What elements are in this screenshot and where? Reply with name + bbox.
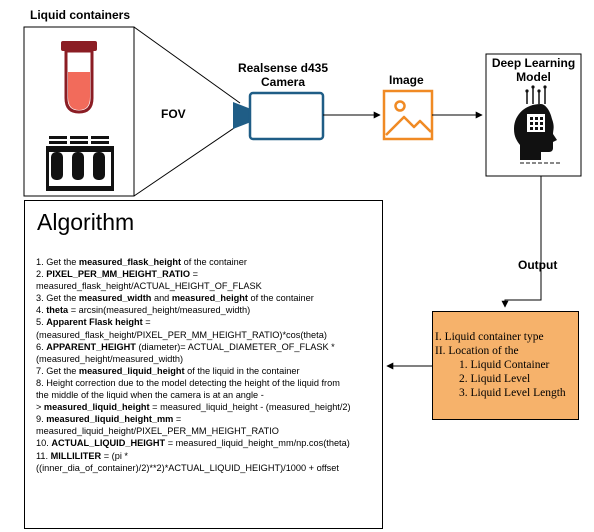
arrow-model-to-output <box>501 176 542 308</box>
model-label: Deep Learning Model <box>486 56 581 84</box>
fov-line-bottom <box>133 123 241 197</box>
algorithm-text: measured_height <box>171 293 248 304</box>
algorithm-text: measured_flask_height/ACTUAL_HEIGHT_OF_F… <box>36 281 262 292</box>
algorithm-line: 1. Get the measured_flask_height of the … <box>36 256 381 268</box>
algorithm-line: 10. ACTUAL_LIQUID_HEIGHT = measured_liqu… <box>36 437 381 449</box>
algorithm-text: MILLILITER <box>50 450 102 461</box>
algorithm-text: = measured_liquid_height - (measured_hei… <box>149 402 351 413</box>
algorithm-text: 1. Get the <box>36 257 79 267</box>
model-label-line2: Model <box>516 70 551 84</box>
algorithm-text: > <box>36 402 44 413</box>
camera-label: Realsense d435 Camera <box>228 61 338 89</box>
algorithm-text: 5. <box>36 317 47 328</box>
algorithm-text: 3. Get the <box>36 293 79 304</box>
algorithm-text: the middle of the liquid when the camera… <box>36 390 264 401</box>
algorithm-text: = arcsin(measured_height/measured_width) <box>68 305 251 316</box>
algorithm-line: 2. PIXEL_PER_MM_HEIGHT_RATIO = <box>36 268 381 280</box>
camera-icon <box>233 91 325 141</box>
algorithm-steps: 1. Get the measured_flask_height of the … <box>36 256 381 474</box>
algorithm-text: Apparent Flask height <box>46 317 143 328</box>
algorithm-text: PIXEL_PER_MM_HEIGHT_RATIO <box>46 269 191 280</box>
algorithm-text: 8. Height correction due to the model de… <box>36 377 340 388</box>
algorithm-text: of the container <box>247 293 314 304</box>
algorithm-line: ((inner_dia_of_container)/2)**2)*ACTUAL_… <box>36 462 381 474</box>
test-tube-icon <box>61 41 97 114</box>
ai-head-icon <box>514 85 562 164</box>
algorithm-text: 10. <box>36 438 52 449</box>
liquid-containers-label: Liquid containers <box>30 8 131 22</box>
algorithm-line: 7. Get the measured_liquid_height of the… <box>36 365 381 377</box>
algorithm-text: 7. Get the <box>36 365 79 376</box>
algorithm-text: measured_liquid_height <box>78 365 185 376</box>
algorithm-text: = <box>190 269 198 280</box>
algorithm-line: 4. theta = arcsin(measured_height/measur… <box>36 304 381 316</box>
algorithm-text: (measured_flask_height/PIXEL_PER_MM_HEIG… <box>36 329 327 340</box>
algorithm-text: and <box>151 293 172 304</box>
output-box: I. Liquid container type II. Location of… <box>432 311 579 420</box>
algorithm-line: measured_liquid_height/PIXEL_PER_MM_HEIG… <box>36 425 381 437</box>
camera-label-line2: Camera <box>260 75 306 89</box>
algorithm-text: 9. <box>36 414 47 425</box>
algorithm-text: 4. <box>36 305 47 316</box>
output-label: Output <box>518 258 558 272</box>
algorithm-line: 6. APPARENT_HEIGHT (diameter)= ACTUAL_DI… <box>36 341 381 353</box>
algorithm-line: the middle of the liquid when the camera… <box>36 389 381 401</box>
fov-label: FOV <box>161 107 186 121</box>
algorithm-text: ((inner_dia_of_container)/2)**2)*ACTUAL_… <box>36 462 339 473</box>
algorithm-text: (measured_height/measured_width) <box>36 353 184 364</box>
algorithm-box: Algorithm 1. Get the measured_flask_heig… <box>24 200 383 529</box>
output-line: I. Liquid container type <box>435 331 544 343</box>
algorithm-text: 6. <box>36 341 47 352</box>
fov-line-top <box>133 26 241 104</box>
algorithm-text: of the liquid in the container <box>184 365 300 376</box>
algorithm-text: ACTUAL_LIQUID_HEIGHT <box>51 438 166 449</box>
camera-label-line1: Realsense d435 <box>237 61 329 75</box>
algorithm-line: (measured_flask_height/PIXEL_PER_MM_HEIG… <box>36 329 381 341</box>
algorithm-text: = <box>142 317 151 328</box>
algorithm-text: measured_liquid_height <box>43 402 150 413</box>
algorithm-line: > measured_liquid_height = measured_liqu… <box>36 401 381 413</box>
algorithm-text: theta <box>46 305 69 316</box>
output-line: II. Location of the <box>435 345 519 357</box>
test-tube-rack-icon <box>46 136 114 191</box>
algorithm-text: measured_flask_height <box>78 257 182 267</box>
output-line: 1. Liquid Container <box>459 359 550 371</box>
algorithm-text: = <box>173 414 182 425</box>
algorithm-text: = measured_liquid_height_mm/np.cos(theta… <box>165 438 350 449</box>
algorithm-title: Algorithm <box>37 209 135 235</box>
algorithm-text: (diameter)= ACTUAL_DIAMETER_OF_FLASK * <box>135 341 335 352</box>
algorithm-line: 5. Apparent Flask height = <box>36 316 381 328</box>
algorithm-text: APPARENT_HEIGHT <box>46 341 136 352</box>
image-label: Image <box>389 73 424 87</box>
algorithm-text: 2. <box>36 269 47 280</box>
algorithm-text: = (pi * <box>101 450 128 461</box>
algorithm-text: of the container <box>181 257 247 267</box>
output-line: 2. Liquid Level <box>459 373 531 385</box>
algorithm-text: measured_liquid_height_mm <box>46 414 174 425</box>
algorithm-text: measured_width <box>78 293 152 304</box>
algorithm-text: 11. <box>36 450 51 461</box>
output-line: 3. Liquid Level Length <box>459 387 566 399</box>
image-icon <box>382 89 434 141</box>
algorithm-line: 11. MILLILITER = (pi * <box>36 450 381 462</box>
algorithm-line: measured_flask_height/ACTUAL_HEIGHT_OF_F… <box>36 280 381 292</box>
algorithm-line: 8. Height correction due to the model de… <box>36 377 381 389</box>
algorithm-line: 9. measured_liquid_height_mm = <box>36 413 381 425</box>
algorithm-line: 3. Get the measured_width and measured_h… <box>36 292 381 304</box>
algorithm-line: (measured_height/measured_width) <box>36 353 381 365</box>
algorithm-text: measured_liquid_height/PIXEL_PER_MM_HEIG… <box>36 426 279 437</box>
model-label-line1: Deep Learning <box>491 56 576 70</box>
